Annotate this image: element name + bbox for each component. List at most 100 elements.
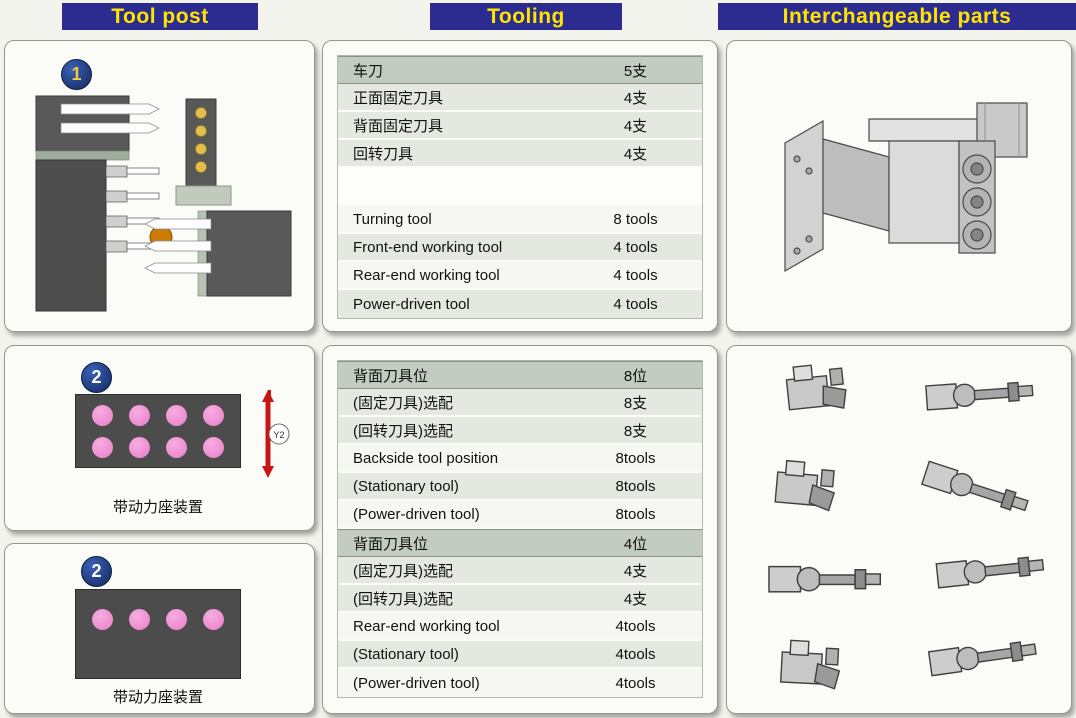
table-row: Backside tool position 8tools: [338, 445, 702, 473]
row-value: 8tools: [615, 505, 656, 523]
table-row: (Stationary tool) 4tools: [338, 641, 702, 669]
row-value: 4位: [623, 535, 648, 553]
row-label: (Power-driven tool): [353, 505, 480, 523]
row-value: 8支: [623, 394, 648, 412]
table-row: (Power-driven tool) 4tools: [338, 669, 702, 697]
row-label: Backside tool position: [353, 449, 499, 467]
tooling-table-backside: 背面刀具位 8位 (固定刀具)选配 8支 (回转刀具)选配 8支 Backsid…: [337, 360, 703, 698]
table-row: 背面刀具位 4位: [338, 529, 702, 557]
table-row: Turning tool 8 tools: [338, 206, 702, 234]
table-row: (回转刀具)选配 4支: [338, 585, 702, 613]
spindle-dot: [166, 436, 187, 458]
spindle-dot: [129, 404, 150, 426]
row-label: 正面固定刀具: [353, 89, 444, 107]
spindle-dot: [166, 608, 187, 630]
table-row: 车刀 5支: [338, 56, 702, 84]
tool-post-panel-1: 1: [4, 40, 315, 332]
spindle-block-caption: 带动力座装置: [112, 499, 203, 516]
row-label: (回转刀具)选配: [353, 590, 453, 608]
row-label: (固定刀具)选配: [353, 562, 453, 580]
row-label: (Stationary tool): [353, 645, 459, 663]
power-head-drawing: [784, 102, 1028, 273]
header-tooling: Tooling: [430, 3, 622, 30]
row-label: 背面固定刀具: [353, 117, 444, 135]
y2-axis-arrow: Y2: [262, 390, 290, 478]
table-row: Rear-end working tool 4 tools: [338, 262, 702, 290]
row-label: Rear-end working tool: [353, 266, 500, 284]
row-value: 4 tools: [613, 238, 658, 256]
table-row: 正面固定刀具 4支: [338, 84, 702, 112]
table-row: 背面刀具位 8位: [338, 361, 702, 389]
panel-number-badge: 2: [81, 362, 112, 393]
table-row: 背面固定刀具 4支: [338, 112, 702, 140]
interchangeable-parts-panel-bottom: [726, 345, 1072, 714]
row-value: 4支: [623, 562, 648, 580]
panel-number-badge: 1: [61, 59, 92, 90]
row-value: 8 tools: [613, 210, 658, 228]
row-value: 8tools: [615, 449, 656, 467]
row-label: Power-driven tool: [353, 295, 470, 313]
header-tool-post-label: Tool post: [111, 4, 209, 28]
row-value: 8支: [623, 422, 648, 440]
tool-drawing: [935, 552, 1045, 589]
table-row: (回转刀具)选配 8支: [338, 417, 702, 445]
spindle-dot: [166, 404, 187, 426]
row-label: Rear-end working tool: [353, 617, 500, 635]
tool-drawing: [925, 377, 1034, 411]
spindle-dot: [129, 436, 150, 458]
tooling-panel-bottom: 背面刀具位 8位 (固定刀具)选配 8支 (回转刀具)选配 8支 Backsid…: [322, 345, 718, 714]
table-row: (固定刀具)选配 8支: [338, 389, 702, 417]
table-row: [338, 168, 702, 206]
row-label: Front-end working tool: [353, 238, 503, 256]
table-row: (固定刀具)选配 4支: [338, 557, 702, 585]
row-label: 车刀: [353, 62, 384, 80]
backside-spindle-block-8: [75, 394, 241, 468]
row-label: 回转刀具: [353, 145, 414, 163]
table-row: (Power-driven tool) 8tools: [338, 501, 702, 529]
tool-post-diagram: [35, 95, 292, 312]
tool-drawing: [927, 636, 1038, 677]
row-label: (回转刀具)选配: [353, 422, 453, 440]
table-row: (Stationary tool) 8tools: [338, 473, 702, 501]
backside-spindle-block-4: [75, 589, 241, 679]
row-label: 背面刀具位: [353, 367, 429, 385]
row-value: 4支: [623, 117, 648, 135]
tool-drawing: [768, 565, 882, 593]
header-interchangeable-parts: Interchangeable parts: [718, 3, 1076, 30]
spindle-dot: [203, 436, 224, 458]
tool-post-panel-3: 2 带动力座装置: [4, 543, 315, 714]
spindle-dot: [129, 608, 150, 630]
spindle-dot: [92, 404, 113, 426]
header-interchangeable-parts-label: Interchangeable parts: [782, 4, 1012, 28]
tooling-table-main: 车刀 5支 正面固定刀具 4支 背面固定刀具 4支 回转刀具 4支 Turnin…: [337, 55, 703, 319]
row-value: 4支: [623, 590, 648, 608]
spindle-dot: [92, 436, 113, 458]
row-value: 4支: [623, 145, 648, 163]
tool-drawing: [784, 361, 849, 415]
panel-number-badge: 2: [81, 556, 112, 587]
header-tool-post: Tool post: [62, 3, 258, 30]
row-value: 5支: [623, 62, 648, 80]
row-value: 4 tools: [613, 266, 658, 284]
row-label: 背面刀具位: [353, 535, 429, 553]
row-value: 4tools: [615, 674, 656, 692]
spindle-block-caption: 带动力座装置: [112, 689, 203, 706]
tool-drawing: [921, 460, 1031, 518]
row-label: (Stationary tool): [353, 477, 459, 495]
table-row: Rear-end working tool 4tools: [338, 613, 702, 641]
spindle-dot: [203, 404, 224, 426]
tool-drawing: [779, 639, 842, 690]
spindle-dot: [203, 608, 224, 630]
header-tooling-label: Tooling: [487, 4, 565, 28]
table-row: Front-end working tool 4 tools: [338, 234, 702, 262]
row-value: 4tools: [615, 617, 656, 635]
row-value: 4tools: [615, 645, 656, 663]
table-row: Power-driven tool 4 tools: [338, 290, 702, 318]
table-row: 回转刀具 4支: [338, 140, 702, 168]
row-label: (Power-driven tool): [353, 674, 480, 692]
row-value: 4 tools: [613, 295, 658, 313]
tool-drawing: [774, 459, 838, 512]
y2-axis-label: Y2: [273, 430, 284, 440]
row-value: 8位: [623, 367, 648, 385]
